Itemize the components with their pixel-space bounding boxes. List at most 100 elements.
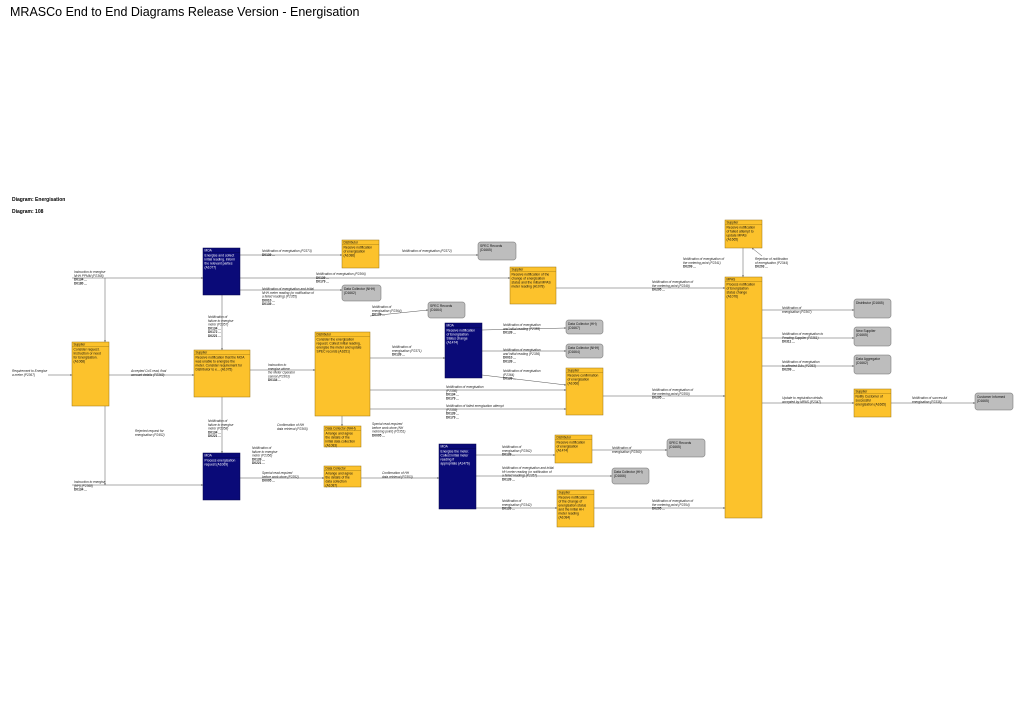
flow-dataflow-code: D0221 ... xyxy=(252,461,265,465)
external-entity-box: SPEC Records(D1665) xyxy=(666,438,706,458)
process-box-shape xyxy=(314,331,371,417)
process-description-line: Receive notification xyxy=(557,441,586,445)
external-entity-label: Data Aggregator xyxy=(856,357,881,361)
process-description-line: Consider request. xyxy=(74,348,100,352)
process-description-line: Receive notification xyxy=(727,226,756,230)
flow-connector xyxy=(751,247,763,257)
arrow-head-icon xyxy=(852,337,854,339)
external-entity-shape xyxy=(341,284,382,302)
arrow-head-icon xyxy=(973,402,975,404)
flow-label-text: a meter (P2367) xyxy=(12,373,35,377)
arrow-head-icon xyxy=(476,254,478,256)
flow-label-text: (P2359) xyxy=(446,408,457,412)
arrow-head-icon xyxy=(564,408,566,410)
flow-dataflow-code: D0010 ... xyxy=(262,298,275,302)
arrow-head-icon xyxy=(564,327,566,329)
flow-dataflow-code: D0139 ... xyxy=(503,359,516,363)
flow-label: Notification of energisation and initial… xyxy=(502,466,554,481)
process-description-line: Receive notification that the MOA xyxy=(196,356,246,360)
process-description-line: appropriate (A1476) xyxy=(441,462,470,466)
external-entity-box: Data Collector (NHH)(D1664) xyxy=(565,343,604,359)
flow-label-text: before work done (NH xyxy=(372,426,404,430)
flow-label-text: energisation (P2342) xyxy=(502,503,532,507)
flow-dataflow-code: D0010 ... xyxy=(503,356,516,360)
page-title: MRASCo End to End Diagrams Release Versi… xyxy=(10,5,360,19)
external-entity-shape xyxy=(565,319,604,335)
flow-dataflow-code: D0139 ... xyxy=(316,276,329,280)
process-description-line: initial data collection xyxy=(326,440,356,444)
process-description-line: Receive confirmation xyxy=(568,374,599,378)
process-description-line: (A1083) xyxy=(326,444,338,448)
flow-label-text: Notification of energisation of xyxy=(652,499,694,503)
external-entity-label: (D1664) xyxy=(430,308,442,312)
process-description-line: Process notification xyxy=(727,283,756,287)
external-entity-shape xyxy=(666,438,706,458)
process-box-shape xyxy=(724,276,763,519)
flow-dataflow-code: D0134 ... xyxy=(74,278,87,282)
flow-dataflow-code: D0139 ... xyxy=(502,477,515,481)
process-description-line: SPEC records (A1651) xyxy=(317,350,351,354)
process-role-label: Data Collector xyxy=(326,466,347,470)
flow-dataflow-code: D0221 ... xyxy=(208,434,221,438)
process-description-line: Energise and collect xyxy=(205,254,235,258)
external-entity-shape xyxy=(853,354,892,375)
diagram-label: Diagram: Energisation xyxy=(12,197,66,203)
process-description-line: Process energisation xyxy=(205,459,236,463)
flow-label-text: energisation (P2367) xyxy=(782,310,812,314)
flow-label-text: meter (P2357) xyxy=(208,323,228,327)
flow-label-text: energisation (P2362) xyxy=(502,449,532,453)
flow-label-text: Notification of energisation and initial xyxy=(262,287,314,291)
flow-dataflow-code: D0134 ... xyxy=(446,393,459,397)
arrow-head-icon xyxy=(201,484,203,486)
flow-dataflow-code: D0134 ... xyxy=(268,378,281,382)
external-entity-label: (D1665) xyxy=(669,445,681,449)
process-role-label: Data Collector (NHH) xyxy=(326,426,356,430)
flow-dataflow-code: D0139 ... xyxy=(503,331,516,335)
flow-label-text: the metering point (P2341) xyxy=(683,261,721,265)
external-entity-label: SPEC Records xyxy=(480,244,503,248)
process-description-line: status change xyxy=(727,291,748,295)
process-description-line: Instruction or need xyxy=(74,352,101,356)
process-role-label: Supplier xyxy=(512,267,525,271)
process-description-line: Notify Customer of xyxy=(856,395,883,399)
process-role-label: MOA xyxy=(205,248,213,252)
process-description-line: energisation (A1665) xyxy=(856,403,887,407)
flow-dataflow-code: D0179 ... xyxy=(316,280,329,284)
process-role-label: Distributor xyxy=(557,435,572,439)
process-description-line: Receive notification xyxy=(344,246,373,250)
flow-label-text: Confirmation of HH xyxy=(382,471,410,475)
external-entity-label: SPEC Records xyxy=(430,304,453,308)
process-description-line: initial reading. Inform xyxy=(205,258,236,262)
process-description-line: Consider the energisation xyxy=(317,338,355,342)
process-description-line: Collect initial meter xyxy=(441,454,470,458)
flow-label-text: cannot (P2363) xyxy=(268,374,290,378)
flow-label-text: energisation (P2364) xyxy=(372,309,402,313)
flow-label-text: Rejected request for xyxy=(135,429,165,433)
process-description-line: update MPAS xyxy=(727,234,748,238)
arrow-head-icon xyxy=(313,369,315,371)
process-description-line: status and the initial MPAS xyxy=(512,281,552,285)
flow-label-text: (P2364) xyxy=(503,373,514,377)
flow-dataflow-code: D0139 ... xyxy=(262,253,275,257)
process-box-shape xyxy=(509,266,557,305)
flow-label-text: meter (P2358) xyxy=(208,427,228,431)
external-entity-box: Data Aggregator(D1662) xyxy=(853,354,892,375)
flow-label-text: Instruction to xyxy=(268,363,286,367)
flow-label-text: Notification of failed energisation atte… xyxy=(446,404,504,408)
arrow-head-icon xyxy=(852,402,854,404)
flow-label-text: Notification of xyxy=(502,445,522,449)
arrow-head-icon xyxy=(104,340,106,342)
flow-connector xyxy=(481,327,567,331)
flow-label-text: Instruction to energise xyxy=(74,480,106,484)
external-entity-label: (D1665) xyxy=(977,399,989,403)
